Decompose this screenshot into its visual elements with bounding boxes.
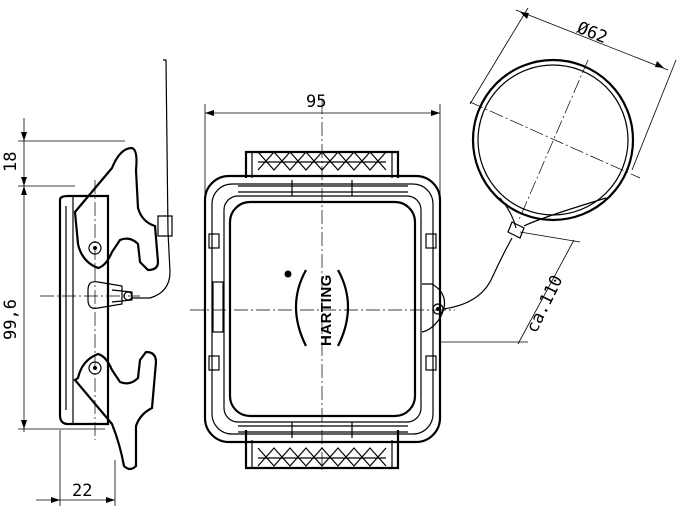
dim-diameter: Ø62 [574,18,610,48]
dim-18: 18 [1,152,21,172]
front-view [190,100,513,470]
cable-loop [440,7,677,345]
dim-99-6: 99,6 [1,299,21,340]
dim-cable-length: ca.110 [523,272,568,336]
dim-95: 95 [306,92,326,112]
dim-22: 22 [72,481,92,501]
logo-text: HARTING [318,274,335,346]
side-view [18,59,173,506]
